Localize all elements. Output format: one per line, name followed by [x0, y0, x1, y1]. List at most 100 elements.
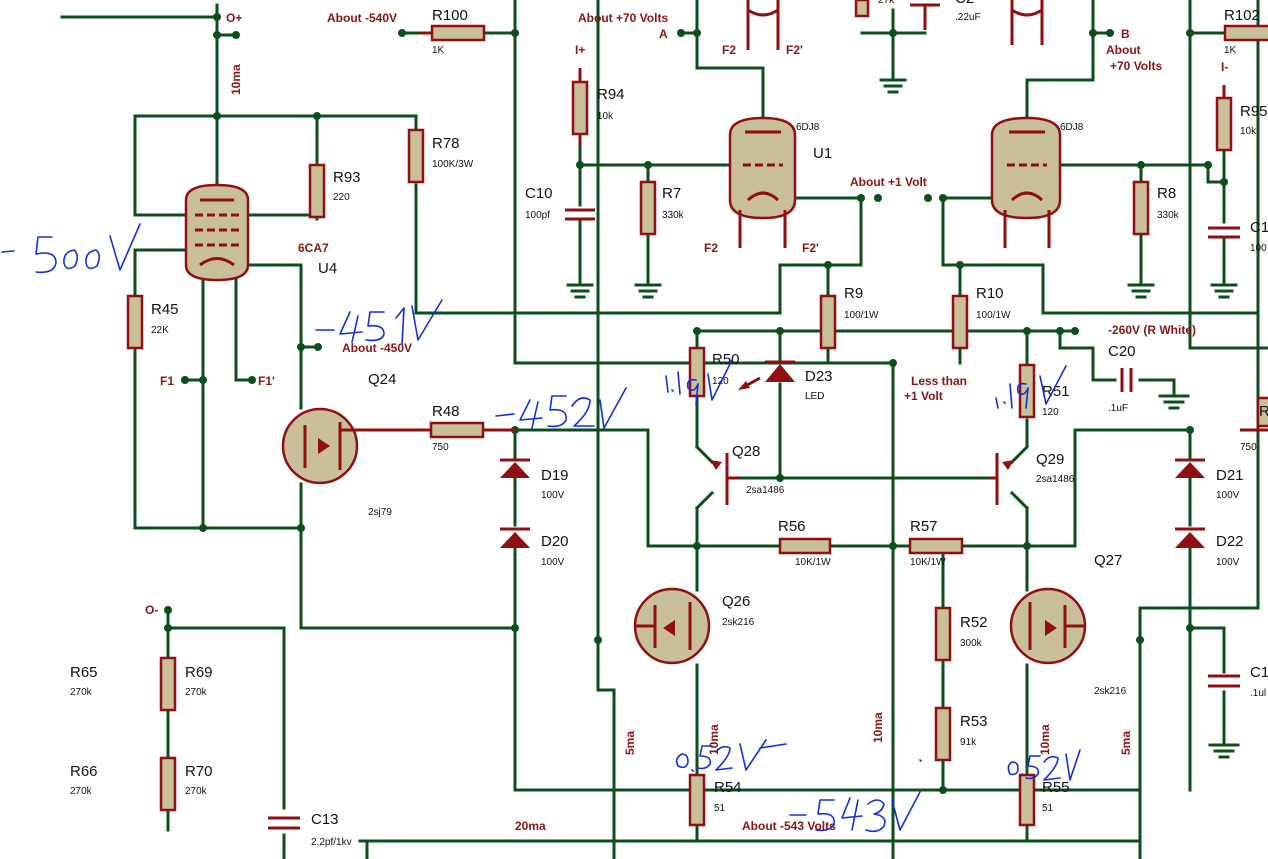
r65-name: R65 — [70, 664, 98, 681]
d20-name: D20 — [541, 533, 569, 550]
ground-symbols — [566, 78, 1240, 759]
net-f2p-bottom: F2' — [802, 241, 819, 255]
r78-name: R78 — [432, 135, 460, 152]
tube-u1 — [728, 116, 797, 248]
r94-value: 10k — [597, 111, 614, 122]
q29-value: 2sa1486 — [1036, 474, 1075, 485]
r51-value: 120 — [1042, 407, 1059, 418]
tube-top-partials — [746, 0, 1044, 50]
c-right1-name: C1 — [1250, 219, 1268, 236]
net-10ma-q26: 10ma — [707, 724, 721, 755]
resistor-r57 — [908, 537, 964, 555]
net-o-plus: O+ — [226, 11, 242, 25]
r56-value: 10K/1W — [795, 557, 831, 568]
r65-value: 270k — [70, 687, 93, 698]
mosfet-q24 — [281, 407, 359, 485]
capacitor-c13 — [268, 816, 300, 830]
r-right-name: R — [1259, 403, 1268, 420]
handwritten-annotations — [1, 223, 1081, 833]
q27-value: 2sk216 — [1094, 686, 1127, 697]
r56-name: R56 — [778, 518, 806, 535]
net-less-than-line2: +1 Volt — [904, 389, 943, 403]
mosfet-q26 — [633, 587, 711, 665]
r93-name: R93 — [333, 169, 361, 186]
d23-name: D23 — [805, 368, 833, 385]
resistor-r55 — [1018, 773, 1036, 827]
q24-name: Q24 — [368, 371, 396, 388]
r93-value: 220 — [333, 192, 350, 203]
q29-name: Q29 — [1036, 451, 1064, 468]
resistor-r45 — [126, 294, 144, 350]
u1-name: U1 — [813, 145, 832, 162]
u4-value: 6CA7 — [298, 241, 329, 255]
diode-d23 — [738, 360, 795, 390]
net-o-minus: O- — [145, 603, 158, 617]
r45-value: 22K — [151, 325, 169, 336]
net-f2p-top: F2' — [786, 43, 803, 57]
r54-name: R54 — [714, 779, 742, 796]
net-f2-bottom: F2 — [704, 241, 718, 255]
r95-value: 10k — [1240, 126, 1257, 137]
r52-name: R52 — [960, 614, 988, 631]
resistor-r8 — [1132, 180, 1150, 236]
resistor-r53 — [934, 706, 952, 762]
net-b: B — [1121, 27, 1130, 41]
r50-name: R50 — [712, 351, 740, 368]
r8-value: 330k — [1157, 210, 1180, 221]
wires — [60, 0, 1268, 859]
net-about-70-b-line1: About — [1106, 43, 1141, 57]
d22-value: 100V — [1216, 557, 1240, 568]
r51-name: R51 — [1042, 383, 1070, 400]
r100-value: 1K — [432, 45, 445, 56]
resistor-r94 — [571, 68, 589, 145]
resistor-r78 — [407, 128, 425, 184]
r-right-value: 750 — [1240, 442, 1257, 453]
net-about-70-a: About +70 Volts — [578, 11, 668, 25]
r54-value: 51 — [714, 803, 726, 814]
c20-name: C20 — [1108, 343, 1136, 360]
c10-name: C10 — [525, 185, 553, 202]
net-about-543: About -543 Volts — [742, 819, 836, 833]
r78-value: 100K/3W — [432, 159, 474, 170]
net-about-1v: About +1 Volt — [850, 175, 927, 189]
d19-value: 100V — [541, 490, 565, 501]
r100-name: R100 — [432, 7, 468, 24]
top-resistor-value: 27k — [878, 0, 895, 6]
net-labels: O+ O- About -540V About +70 Volts A B Ab… — [145, 11, 1228, 833]
resistor-r70 — [159, 756, 177, 812]
diode-d21 — [1175, 458, 1205, 478]
resistor-top — [854, 0, 870, 18]
diode-d19 — [500, 458, 530, 478]
net-less-than-line1: Less than — [911, 374, 967, 388]
r48-name: R48 — [432, 403, 460, 420]
d19-name: D19 — [541, 467, 569, 484]
u1-value: 6DJ8 — [796, 122, 820, 133]
c-top-name: C2 — [955, 0, 974, 7]
r57-name: R57 — [910, 518, 938, 535]
r9-name: R9 — [844, 285, 863, 302]
net-f1: F1 — [160, 374, 174, 388]
resistor-r9 — [819, 294, 837, 350]
r53-value: 91k — [960, 737, 977, 748]
component-labels: R100 1K R102 1K R94 10k R95 10k R93 220 … — [70, 0, 1268, 848]
diode-d20 — [500, 527, 530, 548]
r53-name: R53 — [960, 713, 988, 730]
d22-name: D22 — [1216, 533, 1244, 550]
r7-name: R7 — [662, 185, 681, 202]
net-5ma-right: 5ma — [1119, 731, 1133, 755]
diode-d22 — [1175, 527, 1205, 548]
r8-name: R8 — [1157, 185, 1176, 202]
r10-value: 100/1W — [976, 310, 1011, 321]
r102-name: R102 — [1224, 7, 1260, 24]
tube-u1b — [990, 116, 1062, 248]
r55-value: 51 — [1042, 803, 1054, 814]
d20-value: 100V — [541, 557, 565, 568]
net-minus-260: -260V (R White) — [1108, 323, 1196, 337]
r52-value: 300k — [960, 638, 983, 649]
r48-value: 750 — [432, 442, 449, 453]
r45-name: R45 — [151, 301, 179, 318]
c-right2-name: C1 — [1250, 664, 1268, 681]
c-top-value: .22uF — [955, 12, 981, 23]
c10-value: 100pf — [525, 210, 550, 221]
capacitor-c10 — [565, 208, 595, 221]
